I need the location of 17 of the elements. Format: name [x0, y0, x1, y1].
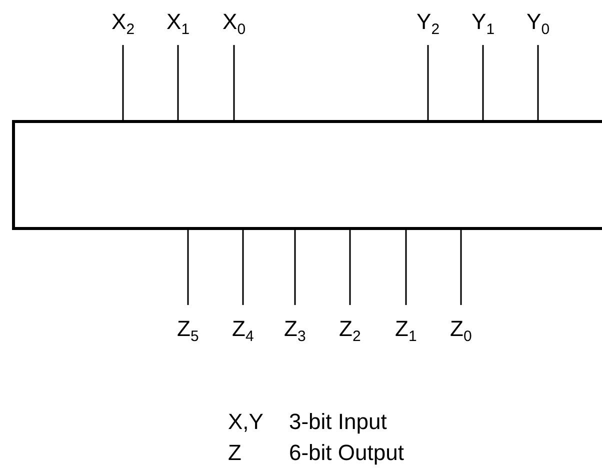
pin-label: X$_{0}$ [222, 10, 246, 34]
pin-label: X$_{2}$ [112, 10, 135, 34]
pin-label: Z$_{4}$ [232, 317, 254, 341]
legend-text: Z [228, 441, 242, 465]
pin-label: Z$_{0}$ [450, 317, 472, 341]
legend-text: 6-bit Output [289, 441, 404, 465]
pin-label: Z$_{1}$ [395, 317, 417, 341]
legend-text: 3-bit Input [289, 410, 387, 434]
pin-label: Y$_{1}$ [472, 10, 495, 34]
pin-label: Y$_{0}$ [526, 10, 550, 34]
pin-label: Y$_{2}$ [416, 10, 440, 34]
pin-label: Z$_{5}$ [177, 317, 199, 341]
block-box [12, 120, 602, 230]
pin-label: Z$_{2}$ [339, 317, 361, 341]
pin-label: X$_{1}$ [166, 10, 190, 34]
pin-label: Z$_{3}$ [284, 317, 306, 341]
legend-text: X,Y [228, 410, 264, 434]
